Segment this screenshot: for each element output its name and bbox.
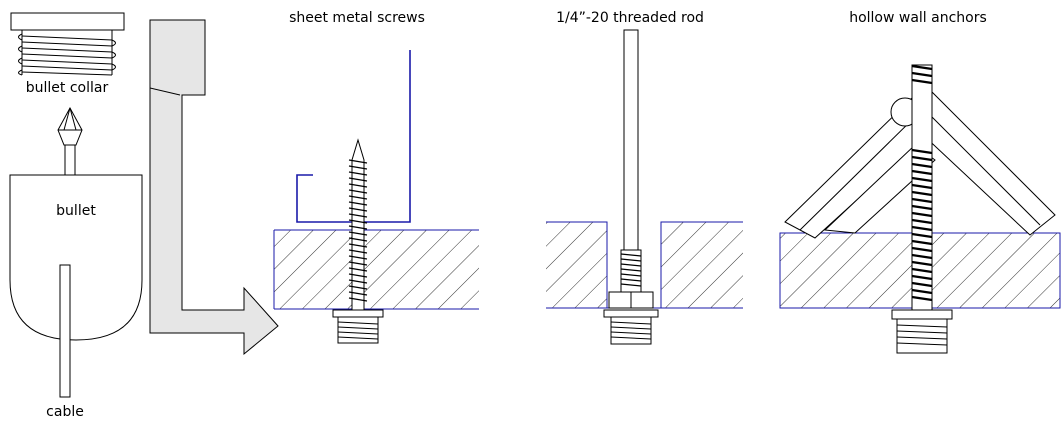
label-threaded-rod: 1/4”-20 threaded rod [556,10,704,26]
bullet-collar-figure [10,12,125,76]
label-bullet: bullet [56,203,96,219]
bullet-body [9,174,143,341]
threaded-rod-figure [546,29,743,345]
sheet-metal-screws-figure [273,50,479,344]
connector-arrow [149,19,279,356]
label-hollow-wall-anchors: hollow wall anchors [849,10,987,26]
label-cable: cable [46,404,84,420]
cable-line [59,264,71,398]
bullet-tip [57,106,83,176]
label-sheet-metal-screws: sheet metal screws [289,10,425,26]
label-bullet-collar: bullet collar [25,80,109,96]
hollow-wall-anchor-figure [779,64,1061,354]
